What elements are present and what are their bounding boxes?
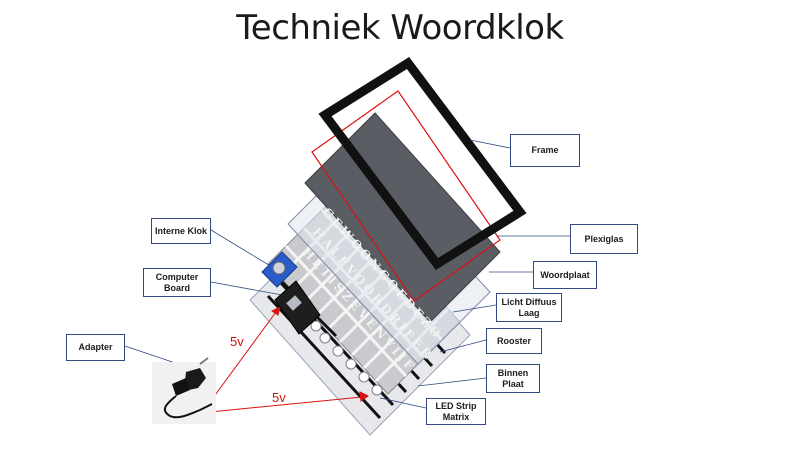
callout-rooster: Rooster [486,328,542,354]
voltage-label-board: 5v [230,334,244,349]
frame [318,56,527,271]
interne-klok-module [261,251,298,288]
plexiglas [311,90,501,302]
callout-interne-klok: Interne Klok [151,218,211,244]
adapter-image [152,357,216,424]
page-title: Techniek Woordklok [236,8,564,48]
callout-led-label-2: Matrix [442,411,470,422]
callout-computer-label-2: Board [163,282,190,293]
callout-computer-board: Computer Board [143,268,211,297]
callout-rooster-label: Rooster [496,335,531,346]
callout-woordplaat: Woordplaat [533,261,597,289]
callout-frame: Frame [510,134,580,167]
callout-frame-label: Frame [531,145,559,155]
callout-computer-label-1: Computer [155,271,199,282]
callout-woordplaat-label: Woordplaat [540,269,590,280]
wordplate-row: HALFVOORDRIEER [309,225,437,364]
callout-diffuus-label-1: Licht Diffuus [501,296,557,307]
callout-lines [124,139,570,409]
callout-plexiglas: Plexiglas [570,224,638,254]
callout-binnen-plaat: Binnen Plaat [486,364,540,393]
callout-adapter-label: Adapter [78,342,113,352]
voltage-label-led: 5v [272,390,286,405]
callout-diffuus-label-2: Laag [518,307,540,318]
callout-binnen-label-1: Binnen [497,367,529,378]
callout-led-label-1: LED Strip [435,400,477,411]
callout-klok-label: Interne Klok [155,225,208,236]
voltage-arrows [209,306,369,413]
computer-board-module [274,280,321,335]
callout-led-strip: LED Strip Matrix [426,398,486,425]
callout-licht-diffuus: Licht Diffuus Laag [496,293,562,322]
callout-binnen-label-2: Plaat [502,378,524,389]
callout-plexiglas-label: Plexiglas [584,233,624,244]
callout-adapter: Adapter [66,334,125,361]
led-dots [310,320,383,396]
